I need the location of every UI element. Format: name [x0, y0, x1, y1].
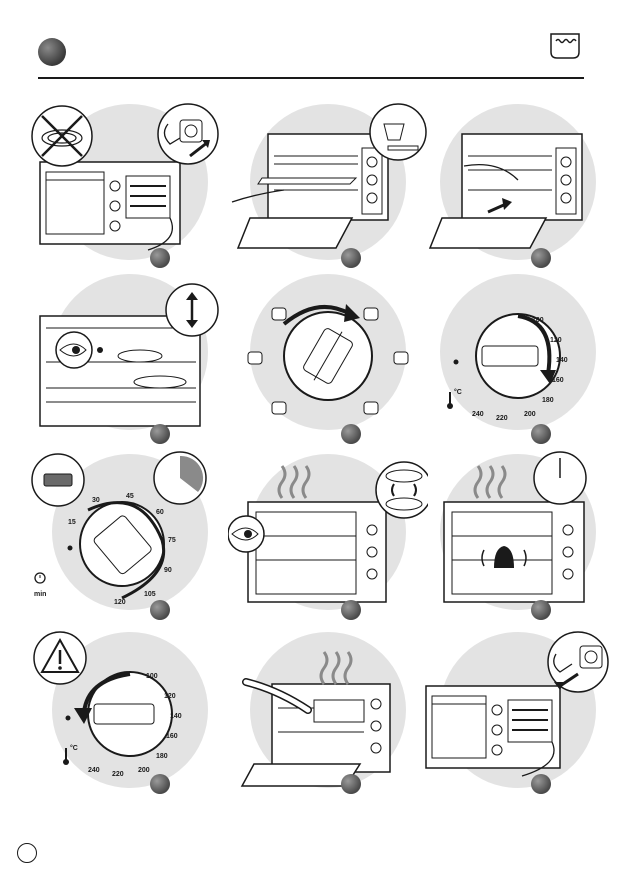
temp-tick: 200 [524, 411, 536, 418]
temp-unit: °C [454, 388, 462, 396]
step-marker [341, 424, 361, 444]
temp-tick: 180 [156, 753, 168, 760]
timer-tick: 45 [126, 493, 134, 500]
step-marker [341, 774, 361, 794]
page-number [17, 843, 37, 863]
step-marker [150, 600, 170, 620]
timer-tick: 75 [168, 537, 176, 544]
temp-tick: 180 [542, 397, 554, 404]
no-cord-wrap-icon [32, 106, 92, 166]
temp-tick: 160 [166, 733, 178, 740]
step-marker [531, 774, 551, 794]
plug-icon [158, 104, 218, 164]
step-marker [150, 774, 170, 794]
step-illustration-slide-rack [418, 100, 618, 270]
temp-tick: 100 [146, 673, 158, 680]
warning-icon [34, 632, 86, 684]
temp-tick: 140 [556, 357, 568, 364]
eye-icon [228, 516, 264, 552]
temp-tick: 220 [496, 415, 508, 422]
temp-tick: 120 [550, 337, 562, 344]
step-marker [531, 424, 551, 444]
temp-tick: 140 [170, 713, 182, 720]
step-marker [150, 424, 170, 444]
timer-unit: min [34, 591, 46, 598]
timer-tick: 90 [164, 567, 172, 574]
timer-tick: 15 [68, 519, 76, 526]
rack-height-icon [166, 284, 218, 336]
step-marker [341, 248, 361, 268]
step-illustration-cooking [228, 450, 428, 620]
timer-tick: 60 [156, 509, 164, 516]
step-illustration-timer-bell [418, 450, 618, 620]
step-illustration-rack-position [30, 270, 230, 440]
temp-tick: 200 [138, 767, 150, 774]
temp-tick: 220 [112, 771, 124, 778]
step-marker [531, 600, 551, 620]
indicator-light-icon [32, 454, 84, 506]
step-illustration-timer-dial: 15 30 45 60 75 90 105 120 min [30, 450, 230, 620]
thermometer-icon [447, 392, 453, 409]
timer-tick: 120 [114, 599, 126, 606]
step-illustration-remove-food [228, 628, 428, 798]
temp-tick: 240 [472, 411, 484, 418]
step-marker [531, 248, 551, 268]
temp-tick: 240 [88, 767, 100, 774]
header-rule [38, 77, 584, 79]
clock-icon [154, 452, 206, 504]
timer-tick: 105 [144, 591, 156, 598]
oven-symbol-icon [547, 30, 583, 62]
timer-tick: 30 [92, 497, 100, 504]
step-illustration-turn-off: 100 120 140 160 180 200 220 240 °C [30, 628, 230, 798]
step-illustration-temperature-dial: 100 120 140 160 180 200 220 240 °C [418, 270, 618, 440]
section-bullet [38, 38, 66, 66]
temp-unit: °C [70, 744, 78, 752]
step-illustration-function-dial [228, 270, 428, 440]
temp-tick: 160 [552, 377, 564, 384]
step-illustration-unplug [418, 628, 618, 798]
temp-tick: 100 [532, 317, 544, 324]
temp-tick: 120 [164, 693, 176, 700]
step-marker [150, 248, 170, 268]
step-illustration-insert-tray [228, 100, 428, 270]
plug-icon [548, 632, 608, 692]
step-illustration-cord [30, 100, 230, 270]
clock-icon [534, 452, 586, 504]
step-marker [341, 600, 361, 620]
stopwatch-icon [35, 573, 45, 583]
